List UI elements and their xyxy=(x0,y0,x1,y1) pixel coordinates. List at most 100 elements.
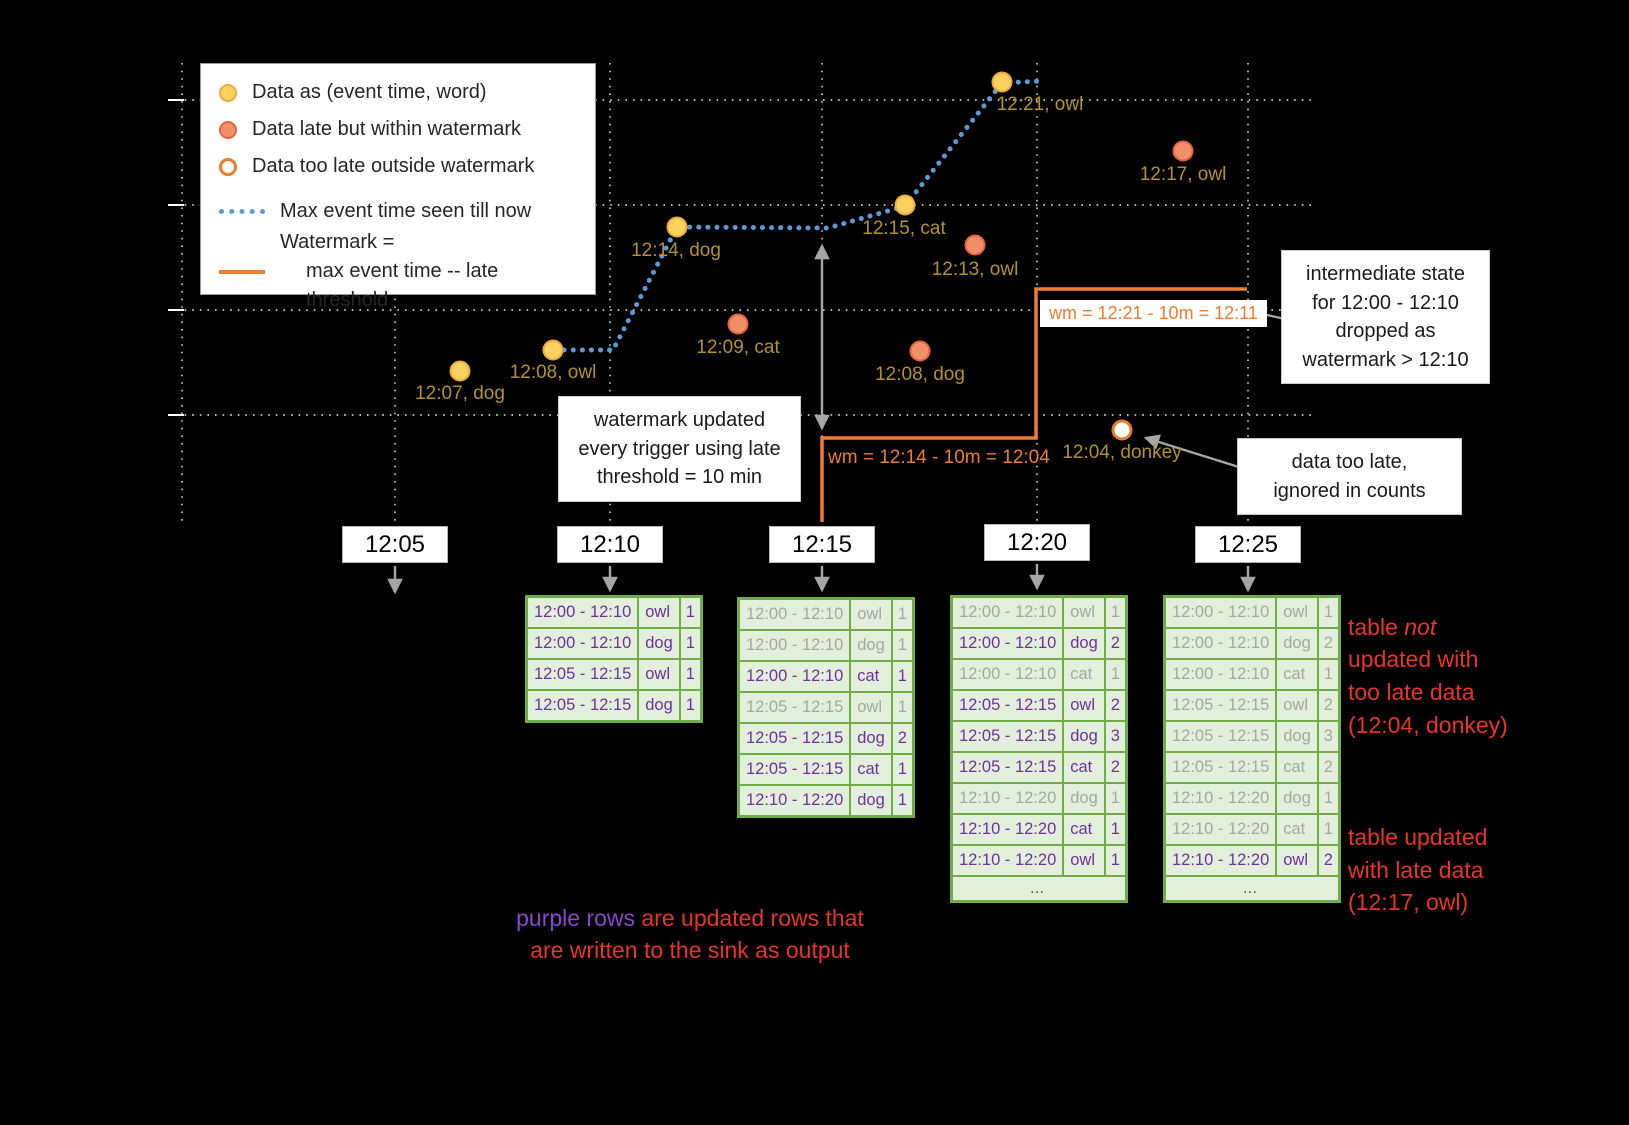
word-cell: dog xyxy=(1275,782,1319,815)
note-purple-rows-lead: purple rows xyxy=(516,904,635,931)
word-cell: owl xyxy=(1275,689,1319,722)
count-cell: 1 xyxy=(1316,595,1341,629)
point-12-09-cat xyxy=(727,313,749,335)
legend-item-late: Data late but within watermark xyxy=(219,111,581,148)
window-cell: 12:00 - 12:10 xyxy=(525,595,640,629)
legend-label: Data late but within watermark xyxy=(252,118,522,140)
point-12-04-donkey xyxy=(1111,419,1133,441)
word-cell: owl xyxy=(1275,595,1319,629)
ellipsis-cell: … xyxy=(950,875,1128,903)
count-cell: 1 xyxy=(1103,658,1128,691)
window-cell: 12:05 - 12:15 xyxy=(950,689,1065,722)
note-not-updated-rest: updated with too late data (12:04, donke… xyxy=(1348,646,1508,738)
point-12-14-dog xyxy=(666,216,688,238)
word-cell: cat xyxy=(1062,751,1106,784)
window-cell: 12:05 - 12:15 xyxy=(737,691,852,724)
late-dot-icon xyxy=(219,120,237,139)
count-cell: 1 xyxy=(678,689,703,723)
count-cell: 1 xyxy=(678,658,703,691)
point-12-21-owl xyxy=(991,71,1013,93)
point-label-12-17-owl: 12:17, owl xyxy=(1139,164,1227,185)
window-cell: 12:10 - 12:20 xyxy=(737,784,852,818)
window-cell: 12:10 - 12:20 xyxy=(950,844,1065,877)
count-cell: 2 xyxy=(1103,751,1128,784)
word-cell: dog xyxy=(1275,627,1319,660)
watermark-definition-line1: Watermark = xyxy=(280,231,395,253)
point-label-12-09-cat: 12:09, cat xyxy=(696,337,780,358)
window-cell: 12:10 - 12:20 xyxy=(950,813,1065,846)
legend-item-watermark: Watermark = max event time -- late thres… xyxy=(219,228,581,315)
too-late-dot-icon xyxy=(219,157,237,176)
legend-label: Max event time seen till now xyxy=(280,200,532,222)
word-cell: dog xyxy=(637,689,681,723)
point-label-12-08-owl: 12:08, owl xyxy=(509,362,597,383)
word-cell: cat xyxy=(1062,813,1106,846)
count-cell: 1 xyxy=(890,784,915,818)
window-cell: 12:10 - 12:20 xyxy=(1163,782,1278,815)
count-cell: 1 xyxy=(678,595,703,629)
count-cell: 2 xyxy=(1316,627,1341,660)
note-purple-rows: purple rows are updated rows that are wr… xyxy=(470,869,910,967)
window-cell: 12:05 - 12:15 xyxy=(1163,720,1278,753)
count-cell: 2 xyxy=(1103,627,1128,660)
word-cell: dog xyxy=(1062,627,1106,660)
window-cell: 12:00 - 12:10 xyxy=(950,595,1065,629)
window-cell: 12:10 - 12:20 xyxy=(950,782,1065,815)
trigger-12-05: 12:05 xyxy=(342,526,448,563)
callout-intermediate-state: intermediate state for 12:00 - 12:10 dro… xyxy=(1281,250,1490,385)
count-cell: 1 xyxy=(890,597,915,631)
legend-item-max-event-time: Max event time seen till now xyxy=(219,195,581,228)
word-cell: cat xyxy=(1275,751,1319,784)
count-cell: 2 xyxy=(890,722,915,755)
word-cell: cat xyxy=(849,753,893,786)
count-cell: 1 xyxy=(890,691,915,724)
point-label-12-08-dog: 12:08, dog xyxy=(875,364,965,385)
count-cell: 1 xyxy=(890,660,915,693)
count-cell: 1 xyxy=(1316,782,1341,815)
table-ellipsis-row: … xyxy=(950,875,1128,903)
count-cell: 1 xyxy=(1316,813,1341,846)
count-cell: 1 xyxy=(890,629,915,662)
point-12-07-dog xyxy=(449,360,471,382)
window-cell: 12:00 - 12:10 xyxy=(737,597,852,631)
count-cell: 1 xyxy=(678,627,703,660)
word-cell: cat xyxy=(1275,813,1319,846)
window-cell: 12:00 - 12:10 xyxy=(1163,658,1278,691)
callout-watermark-updated: watermark updated every trigger using la… xyxy=(558,396,801,502)
note-purple-rows-rest: are updated rows that are written to the… xyxy=(530,904,864,964)
axis-ticks xyxy=(168,99,184,416)
watermark-value-first: wm = 12:14 - 10m = 12:04 xyxy=(828,447,1050,468)
window-cell: 12:05 - 12:15 xyxy=(737,753,852,786)
count-cell: 2 xyxy=(1316,751,1341,784)
word-cell: dog xyxy=(849,722,893,755)
solid-line-icon xyxy=(219,269,265,274)
word-cell: dog xyxy=(1062,782,1106,815)
count-cell: 1 xyxy=(890,753,915,786)
point-label-12-07-dog: 12:07, dog xyxy=(415,383,505,404)
watermark-value-second: wm = 12:21 - 10m = 12:11 xyxy=(1040,300,1267,327)
window-cell: 12:05 - 12:15 xyxy=(525,689,640,723)
count-cell: 1 xyxy=(1103,813,1128,846)
note-not-updated-too-late: table not updated with too late data (12… xyxy=(1348,578,1563,741)
